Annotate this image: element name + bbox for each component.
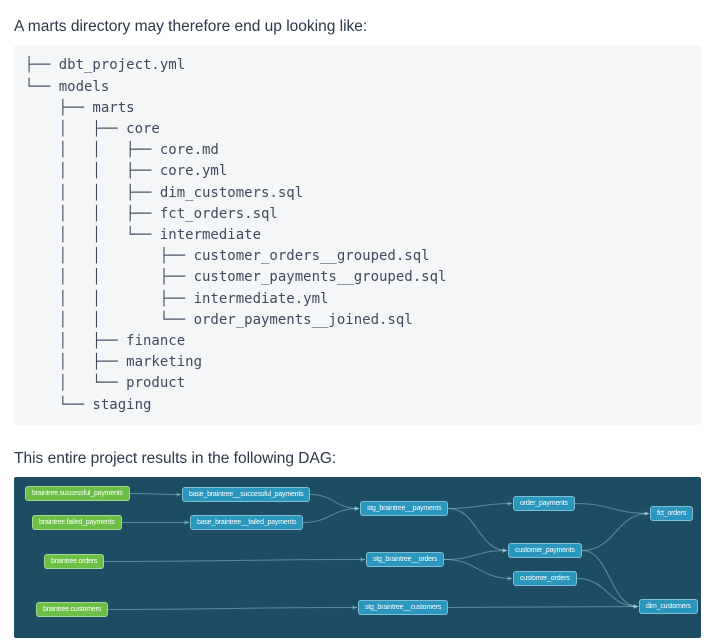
- dag-edge-stg_customers--dim_customers: [447, 604, 639, 609]
- dag-edge-stg_payments--customer_payments: [447, 508, 508, 553]
- dag-edge-src_orders--stg_orders: [103, 557, 366, 563]
- dag-node-stg_orders: stg_braintree__orders: [366, 552, 445, 568]
- dag-edge-base_failed--stg_payments: [302, 506, 360, 524]
- dag-image: braintree.successful_payments braintree.f…: [14, 477, 701, 639]
- dag-node-customer_orders: customer_orders: [513, 571, 577, 587]
- dag-node-dim_customers: dim_customers: [639, 599, 698, 615]
- dag-edge-customer_payments--fct_orders: [581, 511, 650, 552]
- dag-edge-stg_orders--customer_orders: [443, 559, 513, 581]
- dag-edge-base_successful--stg_payments: [309, 494, 360, 511]
- dag-edge-order_payments--fct_orders: [574, 503, 650, 516]
- dag-caption: This entire project results in the follo…: [14, 449, 337, 467]
- dag-node-src_failed: braintree.failed_payments: [32, 515, 122, 531]
- dag-node-src_successful: braintree.successful_payments: [25, 486, 130, 502]
- dag-edge-customer_payments--dim_customers: [581, 550, 639, 609]
- dag-edge-src_customers--stg_customers: [107, 605, 358, 611]
- directory-tree-code-block: ├── dbt_project.yml └── models ├── marts…: [14, 45, 701, 425]
- dag-node-stg_customers: stg_braintree__customers: [358, 600, 449, 616]
- dag-edge-src_successful--base_successful: [129, 492, 182, 497]
- dag-edge-customer_orders--dim_customers: [576, 578, 639, 609]
- dag-node-stg_payments: stg_braintree__payments: [360, 501, 449, 517]
- dag-node-base_successful: base_braintree__successful_payments: [182, 487, 311, 503]
- dag-node-base_failed: base_braintree__failed_payments: [190, 515, 304, 531]
- dag-node-src_customers: braintree.customers: [36, 602, 109, 618]
- dag-node-src_orders: braintree.orders: [44, 554, 105, 570]
- dag-edge-stg_payments--order_payments: [447, 501, 513, 510]
- dag-node-fct_orders: fct_orders: [650, 506, 694, 522]
- dag-edges: [103, 492, 650, 611]
- dag-node-customer_payments: customer_payments: [508, 543, 582, 559]
- intro-paragraph: A marts directory may therefore end up l…: [14, 18, 368, 35]
- directory-tree: ├── dbt_project.yml └── models ├── marts…: [25, 57, 447, 413]
- dag-node-order_payments: order_payments: [513, 496, 575, 512]
- dag-edge-stg_orders--customer_payments: [443, 548, 508, 561]
